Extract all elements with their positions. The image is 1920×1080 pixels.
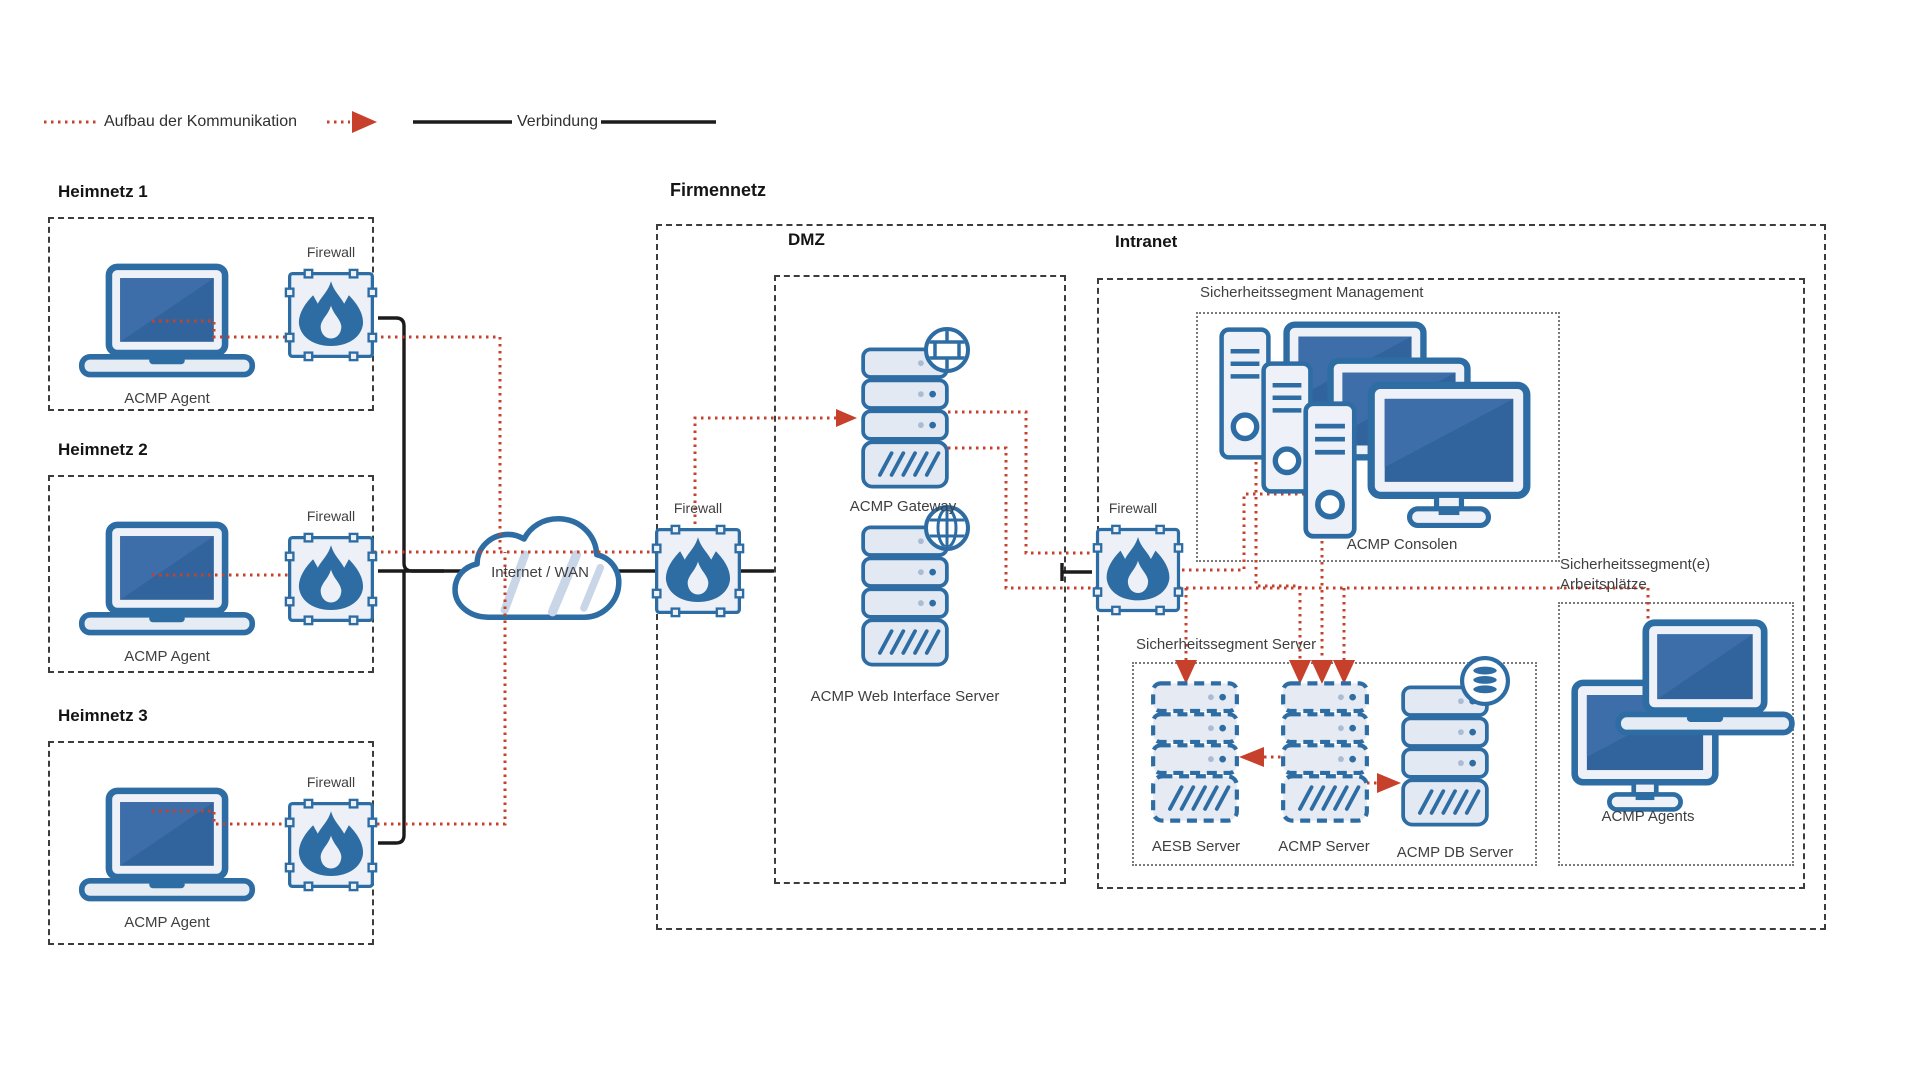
workplace-segment-box — [1558, 602, 1794, 866]
aesb-server-label: AESB Server — [1151, 838, 1241, 855]
acmp-server-icon — [1278, 680, 1372, 824]
perimeter-firewall-label: Firewall — [673, 500, 723, 516]
firewall-icon — [284, 798, 378, 892]
acmp-gateway-label: ACMP Gateway — [849, 498, 957, 515]
firewall-label: Firewall — [306, 244, 356, 260]
aesb-server-icon — [1148, 680, 1242, 824]
dmz-title: DMZ — [788, 230, 825, 249]
acmp-server-label: ACMP Server — [1278, 838, 1370, 855]
firewall-icon — [284, 268, 378, 362]
firewall-label: Firewall — [306, 508, 356, 524]
firewall-icon — [284, 532, 378, 626]
acmp-agent-label: ACMP Agent — [124, 390, 210, 407]
legend-communication-label: Aufbau der Kommunikation — [104, 113, 297, 130]
firewall-label: Firewall — [306, 774, 356, 790]
heimnetz-1-title: Heimnetz 1 — [58, 182, 148, 201]
workplace-segment-title-line1: Sicherheitssegment(e) — [1560, 556, 1711, 573]
management-segment-title: Sicherheitssegment Management — [1200, 284, 1424, 301]
acmp-agents-label: ACMP Agents — [1601, 808, 1695, 825]
firmennetz-title: Firmennetz — [670, 180, 767, 200]
intranet-title: Intranet — [1115, 232, 1178, 251]
wan-label: Internet / WAN — [491, 564, 589, 581]
server-segment-title: Sicherheitssegment Server — [1136, 636, 1317, 653]
heimnetz-3-title: Heimnetz 3 — [58, 706, 148, 725]
heimnetz-2-title: Heimnetz 2 — [58, 440, 148, 459]
firewall-icon — [1092, 524, 1184, 616]
acmp-agent-label: ACMP Agent — [124, 914, 210, 931]
laptop-icon — [1614, 618, 1796, 744]
firewall-badge-icon — [923, 326, 971, 374]
workplace-segment-title-line2: Arbeitsplätze — [1560, 576, 1647, 593]
dmz-box — [774, 275, 1066, 884]
firewall-icon — [651, 524, 745, 618]
database-badge-icon — [1460, 656, 1510, 706]
acmp-web-interface-server-label: ACMP Web Interface Server — [810, 688, 1000, 705]
tower-pc-icon — [1302, 400, 1358, 540]
acmp-agent-label: ACMP Agent — [124, 648, 210, 665]
acmp-consolen-label: ACMP Consolen — [1346, 536, 1458, 553]
intranet-firewall-label: Firewall — [1108, 500, 1158, 516]
acmp-db-server-label: ACMP DB Server — [1396, 844, 1514, 861]
monitor-icon — [1366, 380, 1532, 536]
management-segment-box — [1196, 312, 1560, 562]
legend-connection-label: Verbindung — [517, 113, 598, 130]
